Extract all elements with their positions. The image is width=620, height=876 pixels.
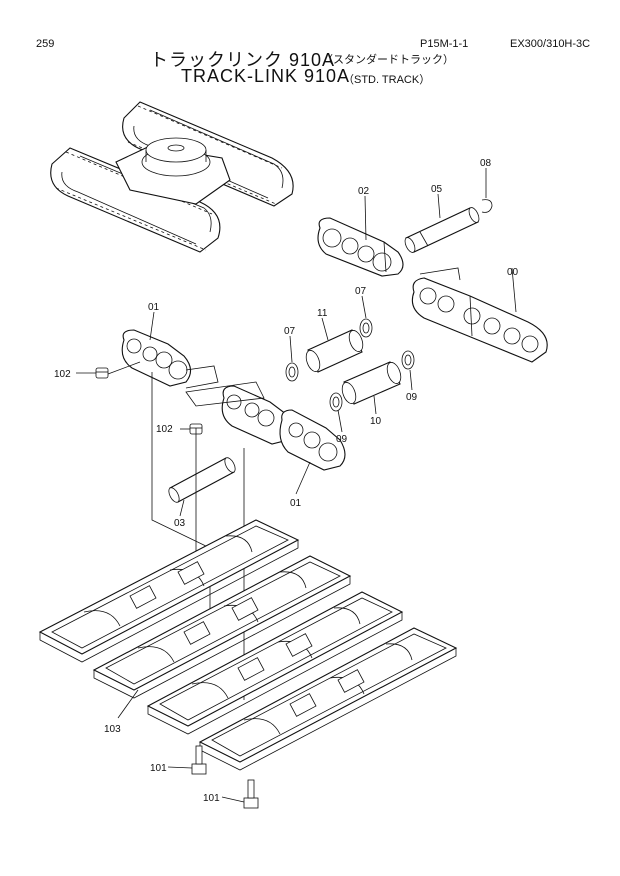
track-link-01-center [185,381,346,471]
callout-101-lower: 101 [203,793,220,804]
callout-09-right: 09 [406,392,418,403]
seal-09-right [401,350,415,370]
callout-08: 08 [480,158,492,169]
shoe-bolt-101-lower [243,779,259,809]
callout-03: 03 [174,518,186,529]
callout-101-upper: 101 [150,763,167,774]
callout-00: 00 [507,267,519,278]
page-number: 259 [36,38,55,50]
title-japanese: トラックリンク 910A [150,50,336,70]
callout-07-left: 07 [284,326,296,337]
shoe-bolt-101-upper [191,745,207,775]
callout-labels: 02 05 08 00 01 102 07 11 07 102 09 10 09… [54,158,519,804]
callout-01-center: 01 [290,498,302,509]
track-link-01-left [121,329,219,389]
reference-code: P15M-1-1 [420,38,469,50]
seal-09-left [329,392,343,412]
callout-05: 05 [431,184,443,195]
callout-102-lower: 102 [156,424,173,435]
model-code: EX300/310H-3C [510,38,591,50]
leader-lines [76,168,517,803]
snap-ring-08 [481,199,493,213]
undercarriage-overview-drawing [50,101,294,253]
callout-01-left: 01 [148,302,160,313]
master-link-02 [317,217,404,277]
callout-10: 10 [370,416,382,427]
seal-07-left [285,362,299,382]
callout-09-left: 09 [336,434,348,445]
seal-07-right [359,318,373,338]
bushing-10 [341,361,402,405]
callout-02: 02 [358,186,370,197]
subtitle-japanese: （スタンダードトラック） [322,54,454,66]
master-pin-05 [404,207,480,253]
bolt-102-upper [95,361,141,379]
track-shoe-plates-103 [38,519,458,771]
callout-07-right: 07 [355,286,367,297]
callout-11: 11 [317,308,328,319]
title-english: TRACK-LINK 910A [181,66,351,86]
pin-03 [168,457,236,503]
callout-102-upper: 102 [54,369,71,380]
link-assembly-00 [411,267,548,363]
callout-103: 103 [104,724,121,735]
bushing-11 [305,329,364,373]
subtitle-english: （STD. TRACK） [343,74,431,86]
